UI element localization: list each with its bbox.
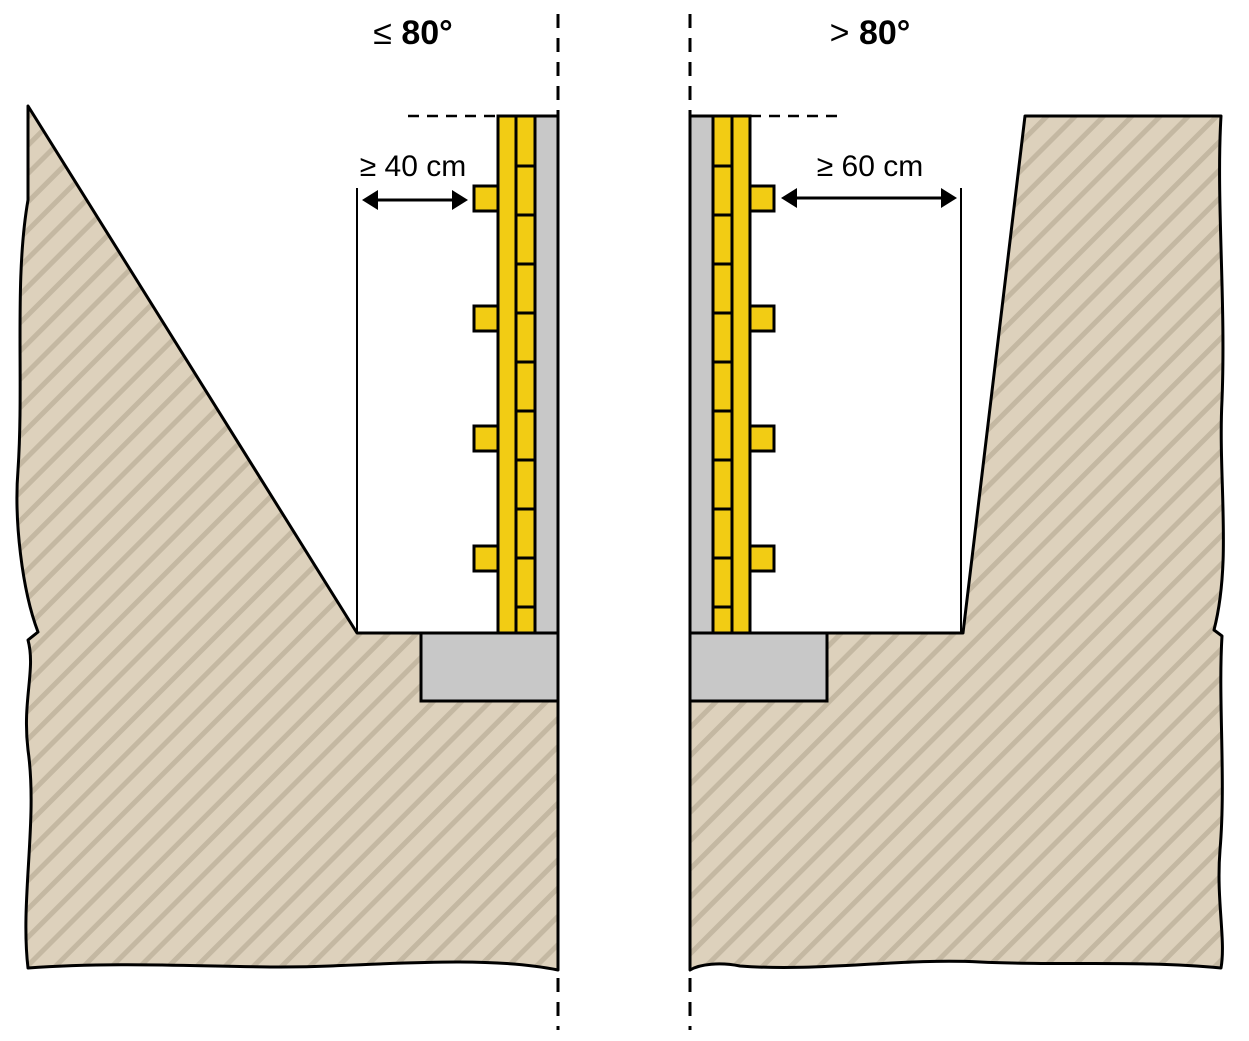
right-board-joints [713,164,732,609]
left-waler [472,184,500,213]
left-wall [533,114,560,635]
left-panel: ≥ 40 cm ≤ 80° [15,14,560,1030]
right-waler [748,304,776,333]
right-panel: ≥ 60 cm > 80° [688,14,1225,1030]
left-soil [15,104,560,972]
left-shoring-board-inner [514,114,537,635]
right-angle-symbol: > [830,14,859,52]
left-angle-symbol: ≤ [373,14,401,52]
left-board-joints [516,164,535,609]
right-wall [688,114,715,635]
left-waler [472,424,500,453]
right-soil [688,114,1225,972]
left-waler [472,544,500,573]
right-shoring-board-inner [711,114,734,635]
left-angle-value: 80° [401,14,452,52]
left-walers [472,184,500,573]
right-waler [748,544,776,573]
left-dimension-arrow [362,190,468,210]
right-waler [748,184,776,213]
right-angle-value: 80° [859,14,910,52]
right-shoring-board-outer [730,114,752,635]
right-dimension-label: ≥ 60 cm [817,150,924,183]
right-waler [748,424,776,453]
left-footing [419,631,560,703]
left-shoring-board-outer [496,114,518,635]
right-walers [748,184,776,573]
left-waler [472,304,500,333]
left-dimension-label: ≥ 40 cm [360,150,467,183]
left-angle-label: ≤ 80° [373,14,453,52]
right-dimension-arrow [781,188,957,208]
right-angle-label: > 80° [830,14,911,52]
right-footing [688,631,829,703]
